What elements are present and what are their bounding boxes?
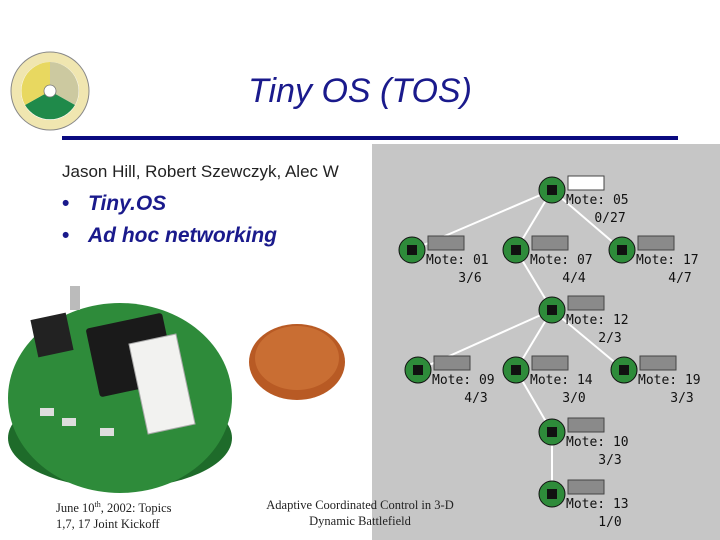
mote-chip — [511, 245, 521, 255]
mote-status-box — [567, 417, 605, 433]
mote-status-box — [567, 479, 605, 495]
mote-status-box — [637, 235, 675, 251]
mote-count: 3/6 — [458, 271, 481, 286]
mote-chip — [547, 305, 557, 315]
mote-chip — [547, 427, 557, 437]
mote-photo — [0, 268, 380, 498]
header-connector — [128, 333, 196, 435]
mote-count: 3/3 — [670, 391, 693, 406]
footer-date-sup: th — [94, 500, 101, 509]
mote-label: Mote: 01 — [426, 253, 489, 268]
mote-chip — [619, 365, 629, 375]
mote-label: Mote: 19 — [638, 373, 701, 388]
mote-label: Mote: 14 — [530, 373, 593, 388]
bullet-text: Ad hoc networking — [88, 224, 277, 247]
bullet-icon: • — [62, 224, 70, 247]
mote-status-box — [567, 295, 605, 311]
sensor-pin — [70, 286, 80, 310]
bullet-icon: • — [62, 192, 70, 215]
mote-chip — [547, 489, 557, 499]
mote-count: 1/0 — [598, 515, 621, 530]
program-logo — [10, 51, 90, 131]
mote-chip — [511, 365, 521, 375]
mote-chip — [617, 245, 627, 255]
mote-status-box — [531, 355, 569, 371]
mote-status-box — [433, 355, 471, 371]
network-link — [551, 189, 623, 251]
mote-count: 3/0 — [562, 391, 585, 406]
mote-count: 4/3 — [464, 391, 487, 406]
mote-label: Mote: 12 — [566, 313, 629, 328]
mote-label: Mote: 13 — [566, 497, 629, 512]
mote-count: 2/3 — [598, 331, 621, 346]
footer-date-post: , 2002: Topics — [100, 501, 172, 516]
network-link — [551, 309, 625, 371]
mote-status-box — [427, 235, 465, 251]
mote-status-box — [531, 235, 569, 251]
mote-label: Mote: 05 — [566, 193, 629, 208]
title-divider — [62, 136, 678, 140]
mote-count: 4/4 — [562, 271, 586, 286]
connector-port — [30, 312, 74, 358]
bullet-item: • Ad hoc networking — [62, 224, 277, 248]
mote-chip — [547, 185, 557, 195]
mote-chip — [413, 365, 423, 375]
bullet-text: Tiny.OS — [88, 192, 167, 215]
bullet-item: • Tiny.OS — [62, 192, 277, 216]
mote-label: Mote: 10 — [566, 435, 629, 450]
authors-line: Jason Hill, Robert Szewczyk, Alec W — [62, 162, 339, 181]
mote-status-box — [567, 175, 605, 191]
footer-program: Adaptive Coordinated Control in 3-D Dyna… — [250, 497, 470, 529]
mote-chip — [407, 245, 417, 255]
mote-count: 0/27 — [594, 211, 625, 226]
footer-date-pre: June 10 — [56, 501, 95, 516]
footer-program-line2: Dynamic Battlefield — [309, 514, 411, 528]
footer-date-line2: 1,7, 17 Joint Kickoff — [56, 517, 160, 532]
mote-label: Mote: 07 — [530, 253, 593, 268]
mote-label: Mote: 17 — [636, 253, 699, 268]
footer-program-line1: Adaptive Coordinated Control in 3-D — [266, 498, 454, 512]
mote-count: 3/3 — [598, 453, 621, 468]
mote-label: Mote: 09 — [432, 373, 495, 388]
footer-date: June 10th, 2002: Topics 1,7, 17 Joint Ki… — [56, 497, 172, 532]
page-title: Tiny OS (TOS) — [248, 72, 472, 110]
bullet-list: • Tiny.OS • Ad hoc networking — [62, 192, 277, 256]
mote-count: 4/7 — [668, 271, 691, 286]
mote-status-box — [639, 355, 677, 371]
